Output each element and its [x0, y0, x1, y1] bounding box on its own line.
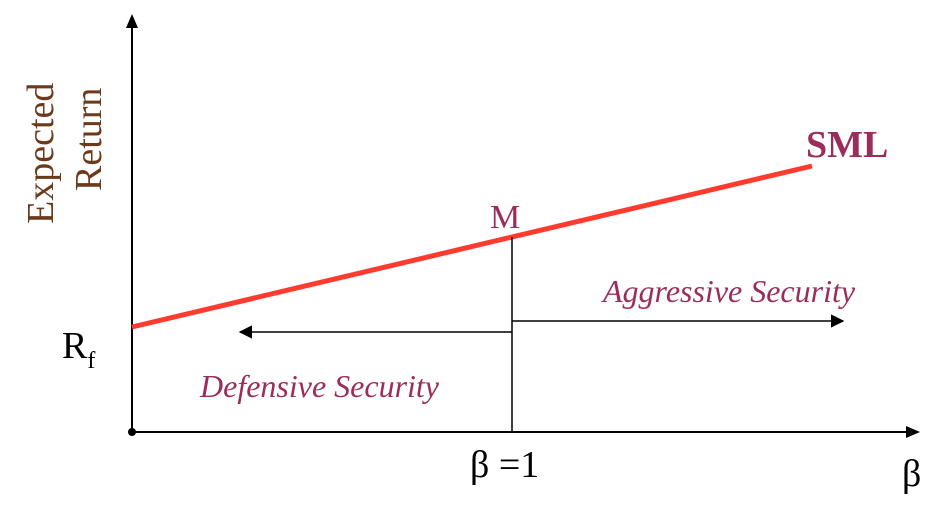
market-portfolio-label: M: [490, 199, 520, 236]
y-axis-title-line1: Expected: [20, 83, 62, 224]
defensive-security-label: Defensive Security: [199, 368, 440, 404]
sml-line: [131, 163, 813, 330]
origin-dot: [128, 428, 136, 436]
sml-label: SML: [806, 124, 888, 166]
risk-free-rate-main: R: [62, 325, 88, 367]
risk-free-rate-label: Rf: [62, 325, 95, 374]
y-axis-arrowhead: [126, 14, 138, 28]
beta-one-label: β =1: [470, 444, 539, 486]
y-axis-title-line2: Return: [68, 88, 110, 191]
risk-free-rate-subscript: f: [87, 348, 95, 374]
x-axis-arrowhead: [906, 426, 920, 438]
x-axis-label: β: [902, 453, 921, 495]
aggressive-security-label: Aggressive Security: [601, 273, 856, 309]
